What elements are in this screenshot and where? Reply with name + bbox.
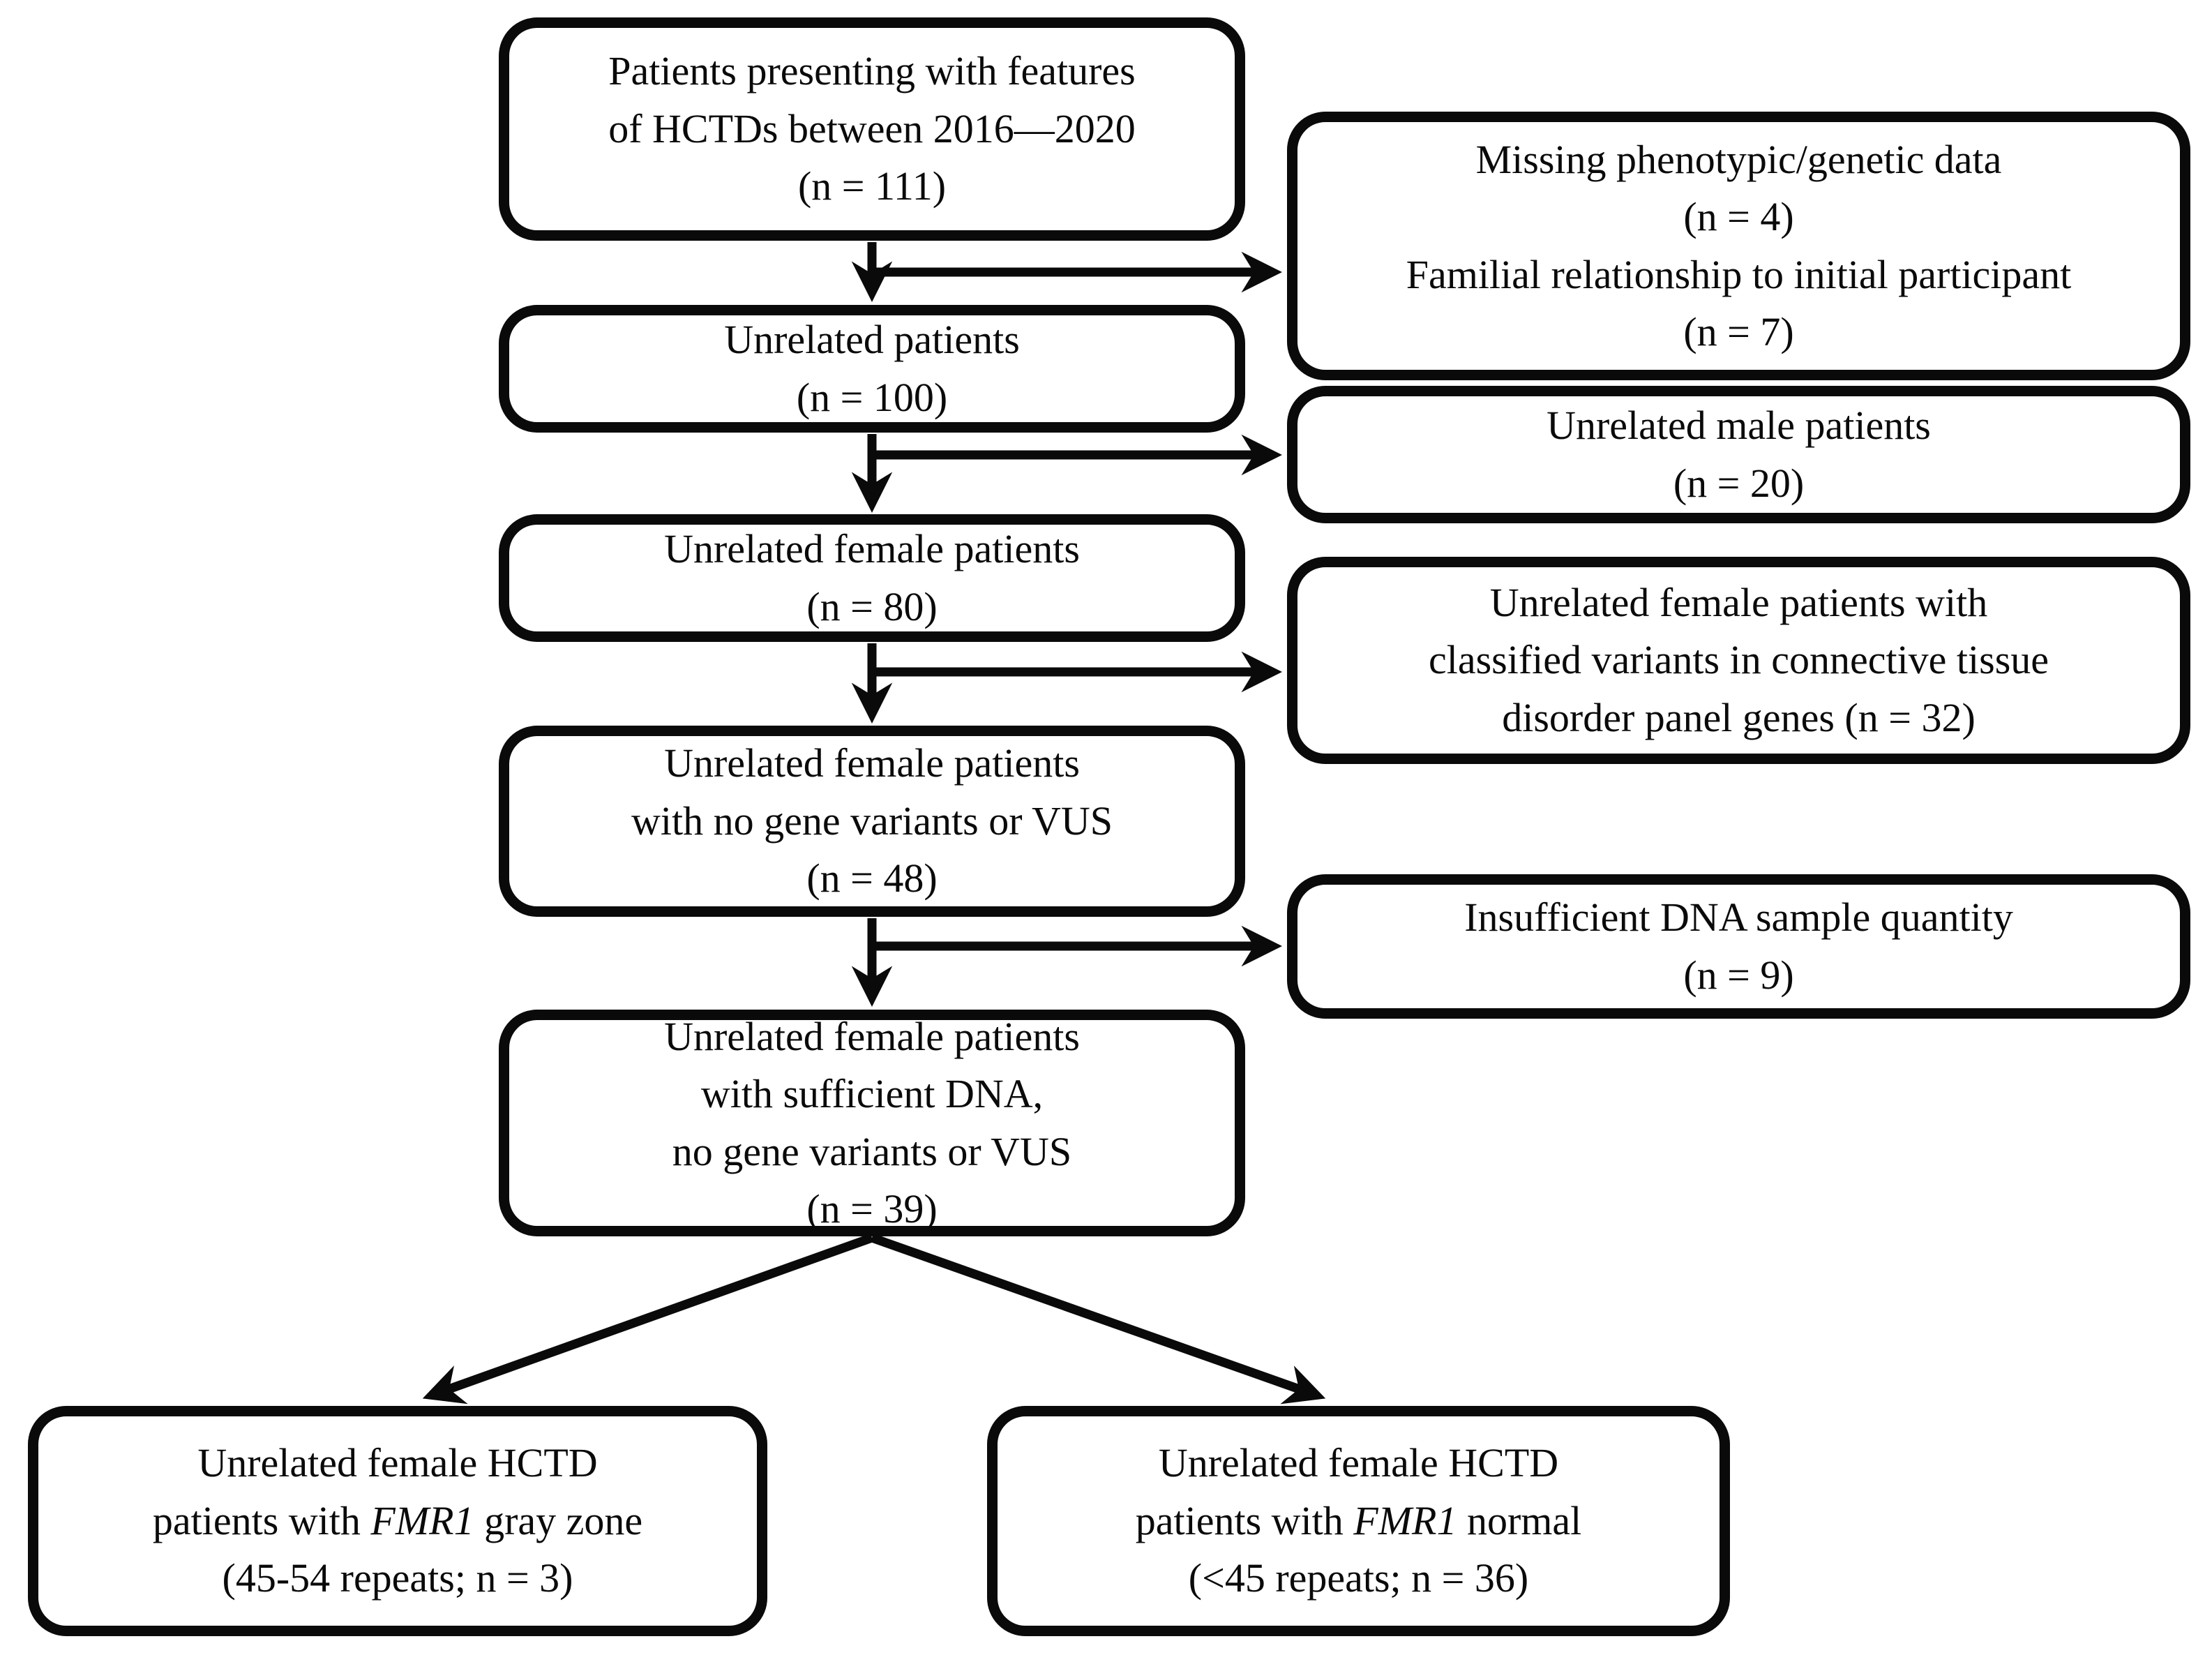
box-unrelated-patients: Unrelated patients (n = 100) xyxy=(499,305,1245,433)
box-line: Unrelated patients xyxy=(724,317,1020,363)
box-line: patients with FMR1 normal xyxy=(1136,1492,1581,1550)
box-line: no gene variants or VUS xyxy=(672,1128,1072,1174)
box-line: with no gene variants or VUS xyxy=(631,797,1113,844)
box-line-text: normal xyxy=(1457,1497,1582,1543)
box-line: classified variants in connective tissue xyxy=(1428,637,2049,683)
box-line: Unrelated female patients with xyxy=(1489,579,1988,625)
box-line: (n = 80) xyxy=(806,583,938,629)
box-line: (n = 111) xyxy=(797,163,947,209)
box-outcome-fmr1-normal: Unrelated female HCTD patients with FMR1… xyxy=(987,1406,1730,1636)
box-line: of HCTDs between 2016—2020 xyxy=(608,105,1136,151)
box-unrelated-female-patients: Unrelated female patients (n = 80) xyxy=(499,514,1245,642)
box-line: Unrelated female patients xyxy=(664,740,1080,786)
box-line: (<45 repeats; n = 36) xyxy=(1188,1555,1529,1601)
box-line: Missing phenotypic/genetic data xyxy=(1475,136,2002,182)
arrow-main5-to-grayzone xyxy=(422,1233,874,1405)
box-line: (n = 48) xyxy=(806,855,938,901)
box-line: Unrelated female patients xyxy=(664,1013,1080,1059)
box-line-text: patients with xyxy=(152,1497,371,1543)
box-excluded-missing-data: Missing phenotypic/genetic data (n = 4) … xyxy=(1287,112,2190,380)
box-excluded-classified-variants: Unrelated female patients with classifie… xyxy=(1287,557,2190,764)
box-line: (n = 100) xyxy=(796,374,948,420)
box-line: (n = 39) xyxy=(806,1185,938,1231)
box-line: Unrelated male patients xyxy=(1547,403,1931,449)
gene-name-italic: FMR1 xyxy=(1353,1497,1457,1543)
box-excluded-male-patients: Unrelated male patients (n = 20) xyxy=(1287,386,2190,523)
box-line: Patients presenting with features xyxy=(608,48,1136,94)
box-outcome-fmr1-gray-zone: Unrelated female HCTD patients with FMR1… xyxy=(28,1406,767,1636)
box-excluded-insufficient-dna: Insufficient DNA sample quantity (n = 9) xyxy=(1287,874,2190,1019)
gene-name-italic: FMR1 xyxy=(370,1497,474,1543)
arrow-main5-to-normal xyxy=(870,1233,1326,1405)
box-line: Unrelated female HCTD xyxy=(197,1440,598,1486)
box-line-text: patients with xyxy=(1135,1497,1354,1543)
box-sufficient-dna: Unrelated female patients with sufficien… xyxy=(499,1010,1245,1236)
box-line: (n = 20) xyxy=(1673,460,1805,506)
box-patients-presenting: Patients presenting with features of HCT… xyxy=(499,17,1245,241)
box-line-text: gray zone xyxy=(474,1497,643,1543)
box-line: patients with FMR1 gray zone xyxy=(153,1492,642,1550)
box-line: Unrelated female patients xyxy=(664,526,1080,572)
box-line: (n = 4) xyxy=(1683,194,1794,240)
box-no-gene-variants: Unrelated female patients with no gene v… xyxy=(499,726,1245,917)
box-line: Unrelated female HCTD xyxy=(1158,1440,1559,1486)
box-line: (n = 9) xyxy=(1683,952,1794,998)
box-line: with sufficient DNA, xyxy=(700,1071,1044,1117)
box-line: Familial relationship to initial partici… xyxy=(1406,251,2072,297)
box-line: (45-54 repeats; n = 3) xyxy=(222,1555,573,1601)
box-line: disorder panel genes (n = 32) xyxy=(1502,694,1976,740)
box-line: Insufficient DNA sample quantity xyxy=(1464,894,2013,941)
box-line: (n = 7) xyxy=(1683,308,1794,354)
